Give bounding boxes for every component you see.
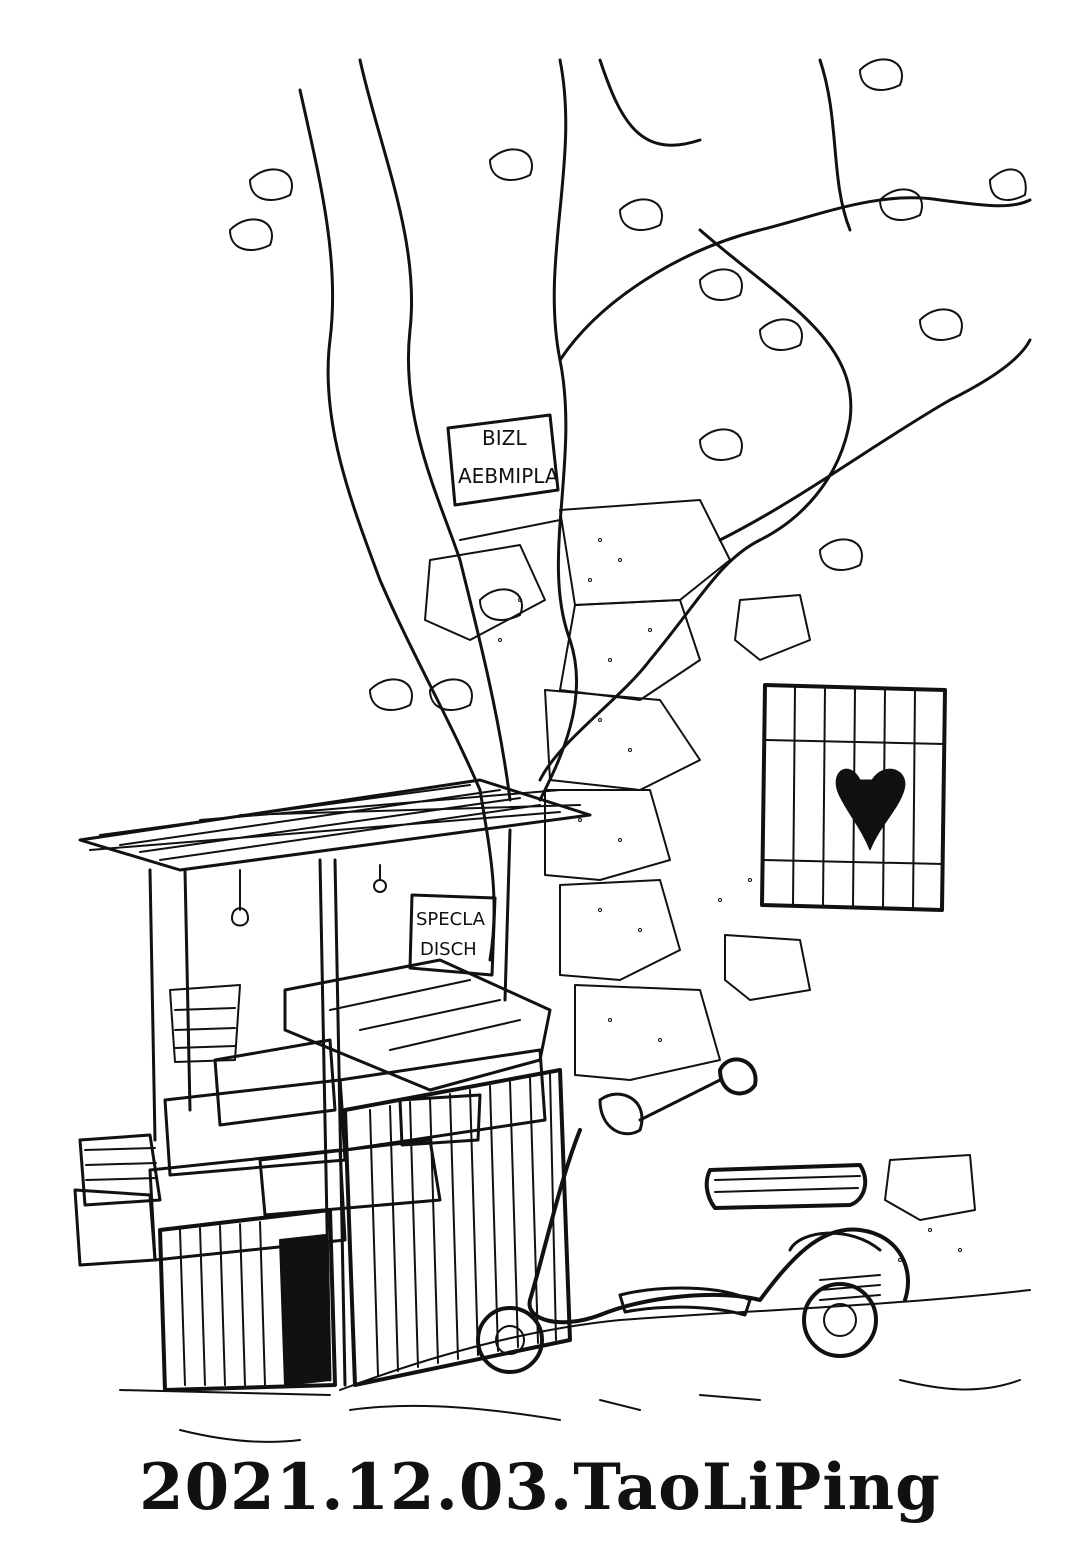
upper-shop-sign: BIZL AEBMIPLA: [446, 413, 560, 507]
stone-wall: [424, 499, 976, 1221]
stall-sign-line-1: SPECLA: [416, 909, 486, 930]
stall-roof: [78, 778, 592, 872]
stall-posts: [148, 828, 512, 1387]
hanging-bulbs: [231, 864, 387, 927]
upper-sign-line-1: BIZL: [482, 426, 527, 450]
climbing-vines: [298, 58, 1032, 962]
artist-date-signature: 2021.12.03.TaoLiPing: [139, 1450, 941, 1525]
ground-lines: [119, 1289, 1031, 1443]
stipple-texture: [498, 538, 962, 1262]
stall-counter: [73, 1068, 572, 1392]
stall-sign-line-2: DISCH: [420, 939, 477, 960]
leaves: [229, 58, 1027, 711]
heart-icon: [835, 768, 906, 851]
scooter: [476, 1057, 910, 1374]
upper-sign-line-2: AEBMIPLA: [458, 464, 559, 488]
window-shutter: [760, 683, 947, 912]
stall-sign: SPECLA DISCH: [408, 893, 497, 977]
